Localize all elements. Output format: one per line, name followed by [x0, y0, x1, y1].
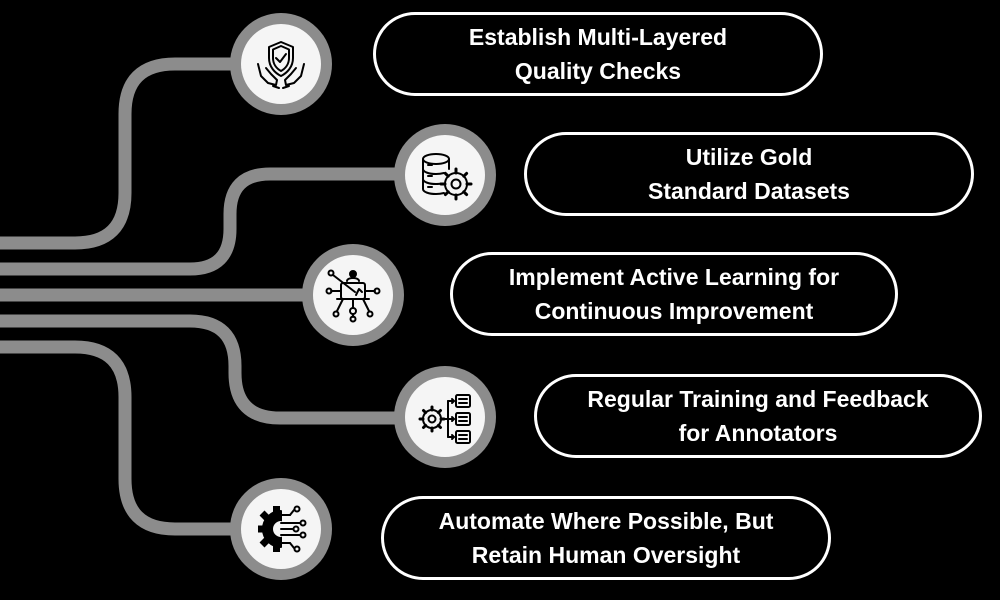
step-2-label-pill: Utilize Gold Standard Datasets [524, 132, 974, 216]
step-4-node [394, 366, 496, 468]
step-2-label: Utilize Gold Standard Datasets [648, 144, 850, 204]
step-1-icon-disc [241, 24, 321, 104]
step-1-label-pill: Establish Multi-Layered Quality Checks [373, 12, 823, 96]
connector-5 [0, 340, 233, 536]
step-4-icon-disc [405, 377, 485, 457]
step-1-node [230, 13, 332, 115]
gear-list-feedback-icon [418, 394, 471, 444]
step-3-label-pill: Implement Active Learning for Continuous… [450, 252, 898, 336]
gear-circuit-automation-icon [258, 505, 307, 553]
database-gear-icon [422, 153, 473, 201]
connector-1 [0, 57, 233, 250]
step-4-label-pill: Regular Training and Feedback for Annota… [534, 374, 982, 458]
step-5-label-pill: Automate Where Possible, But Retain Huma… [381, 496, 831, 580]
step-3-label: Implement Active Learning for Continuous… [508, 264, 840, 324]
step-5-node [230, 478, 332, 580]
step-3-icon-disc [313, 255, 393, 335]
step-5-icon-disc [241, 489, 321, 569]
step-4-label: Regular Training and Feedback for Annota… [587, 386, 929, 446]
step-2-node [394, 124, 496, 226]
ai-learning-network-icon [325, 269, 381, 323]
step-3-node [302, 244, 404, 346]
step-5-label: Automate Where Possible, But Retain Huma… [438, 508, 774, 568]
connector-4 [0, 314, 397, 425]
step-1-label: Establish Multi-Layered Quality Checks [468, 24, 728, 84]
shield-hands-check-icon [257, 41, 305, 89]
step-2-icon-disc [405, 135, 485, 215]
connector-2 [0, 167, 397, 276]
